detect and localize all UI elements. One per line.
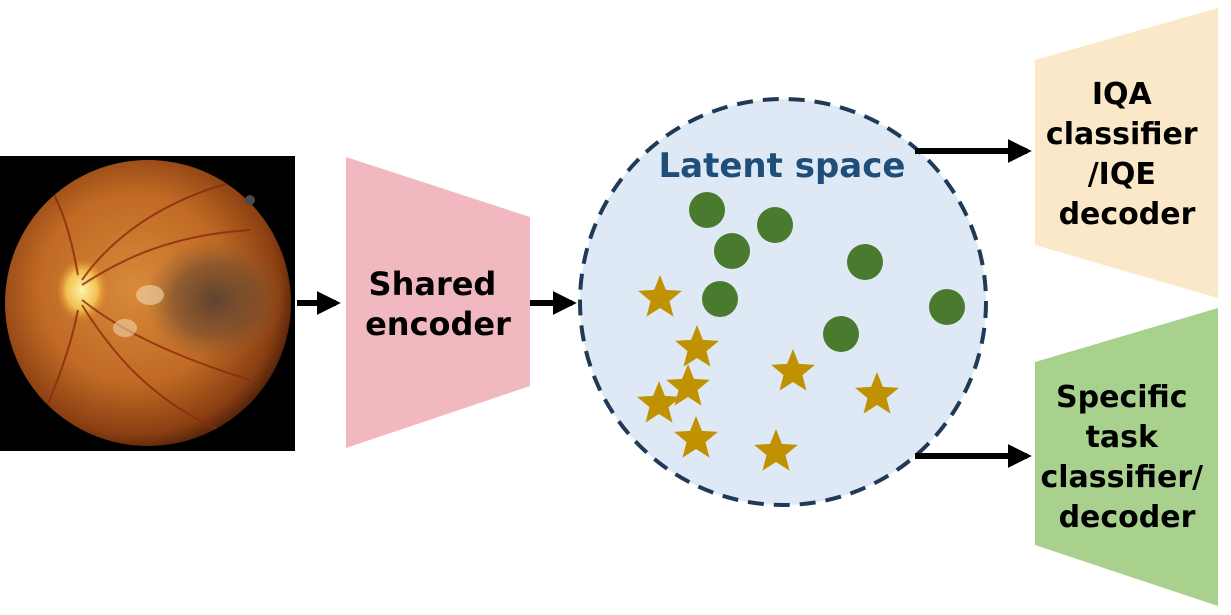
- latent-star-marker: [666, 364, 710, 406]
- task-head-line: Specific: [1056, 380, 1188, 415]
- latent-star-marker: [638, 275, 682, 317]
- shared-encoder-label: Shared encoder: [365, 265, 511, 343]
- latent-points: [689, 192, 965, 352]
- latent-circle-marker: [823, 316, 859, 352]
- iqa-head-label: IQA classifier /IQE decoder: [1046, 77, 1208, 232]
- latent-circle-marker: [929, 289, 965, 325]
- latent-circle-marker: [689, 192, 725, 228]
- latent-star-marker: [754, 429, 798, 471]
- latent-star-marker: [855, 372, 899, 414]
- latent-circle-marker: [702, 281, 738, 317]
- latent-star-marker: [675, 325, 719, 367]
- shared-encoder-block: [346, 157, 530, 448]
- latent-star-marker: [637, 381, 681, 423]
- iqa-head-line: classifier: [1046, 117, 1198, 152]
- latent-circle-marker: [847, 244, 883, 280]
- task-head-label: Specific task classifier/ decoder: [1040, 380, 1213, 535]
- shared-encoder-line: Shared: [369, 265, 497, 303]
- iqa-head-block: [1035, 8, 1218, 298]
- iqa-head-line: IQA: [1092, 77, 1153, 112]
- latent-stars: [637, 275, 899, 471]
- iqa-head-line: /IQE: [1088, 157, 1156, 192]
- latent-star-marker: [771, 349, 815, 391]
- latent-circle-marker: [714, 233, 750, 269]
- fundus-image: [0, 156, 295, 451]
- iqa-head-line: decoder: [1059, 197, 1196, 232]
- task-head-line: decoder: [1059, 500, 1196, 535]
- task-head-line: classifier/: [1040, 460, 1203, 495]
- task-head-line: task: [1086, 420, 1159, 455]
- shared-encoder-line: encoder: [365, 305, 511, 343]
- latent-space-title: Latent space: [659, 146, 906, 186]
- latent-circle-marker: [757, 207, 793, 243]
- latent-star-marker: [674, 416, 718, 458]
- task-head-block: [1035, 308, 1218, 606]
